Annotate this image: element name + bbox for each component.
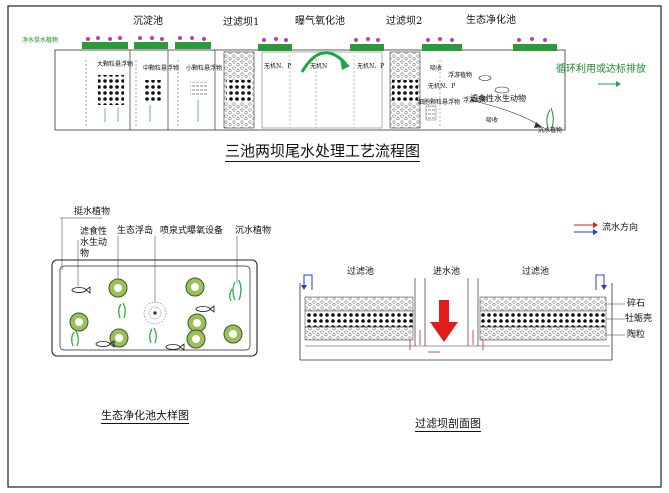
pond-label-island: 生态浮岛	[117, 226, 154, 236]
eco-label-submerged: 沉水植物	[538, 127, 563, 134]
eco-label-absorb: 吸收	[430, 65, 443, 72]
inflow-arrow	[430, 300, 458, 342]
layer-label-oyster: 牡蛎壳	[625, 314, 653, 324]
pond-caption: 生态净化池大样图	[101, 409, 189, 424]
pond-outer-border	[51, 259, 258, 357]
pond-label-aerator: 喷泉式曝氧设备	[160, 226, 224, 236]
large-particles	[98, 75, 124, 105]
flow-title: 三池两坝尾水处理工艺流程图	[225, 142, 421, 162]
emergent-plants-row	[82, 42, 557, 51]
dam-caption: 过滤坝剖面图	[415, 417, 481, 432]
dam-label-inlet-pool: 进水池	[433, 267, 461, 277]
stage-label-filter-dam-2: 过滤坝2	[386, 16, 423, 27]
outlet-label: 循环利用或达标排放	[556, 64, 646, 75]
tank-outline	[299, 283, 613, 361]
fish-icon	[478, 75, 492, 81]
stage-label-filter-dam-1: 过滤坝1	[223, 17, 260, 28]
layer-label-ceramsite: 陶粒	[627, 330, 646, 340]
submerged-plant-icon	[71, 279, 242, 347]
submerged-plant-icon	[546, 107, 554, 129]
pond-label-filter-feeder: 滤食性水生动物	[80, 227, 108, 259]
eco-label-inorganic: 无机N、P	[428, 83, 456, 90]
process-flow-diagram	[54, 36, 621, 131]
dam-label-left-pool: 过滤池	[347, 267, 375, 277]
fountain-aerator-icon	[143, 301, 167, 325]
sediment-label-large: 大颗粒悬浮物	[97, 61, 134, 68]
outflow-arrow	[303, 274, 605, 290]
aeration-label-3: 无机N、P	[357, 63, 385, 70]
sediment-label-medium: 中颗粒悬浮物	[143, 65, 180, 72]
plant-flowers-row	[86, 36, 547, 42]
eco-label-suspended: 细胞颗粒悬浮物	[418, 99, 461, 106]
eco-pond-plan	[51, 217, 258, 357]
eco-label-filter-feeder: 滤食性水生动物	[470, 94, 526, 103]
top-plant-label: 净水挺水植物	[22, 37, 59, 44]
outer-border	[7, 5, 662, 488]
dam-label-right-pool: 过滤池	[522, 267, 550, 277]
fish-icon	[494, 86, 510, 94]
eco-label-zooplankton: 浮游动物	[463, 97, 488, 104]
stage-label-sedimentation: 沉淀池	[133, 16, 163, 27]
eco-label-phytoplankton: 浮游植物	[448, 72, 473, 79]
aeration-label-2: 无机N	[310, 63, 328, 70]
floating-island-icon	[69, 277, 243, 349]
pond-label-emergent: 挺水植物	[74, 207, 111, 217]
pond-label-submerged: 沉水植物	[235, 226, 272, 236]
layer-label-gravel: 碎石	[627, 299, 646, 309]
aeration-label-1: 无机N、P	[264, 63, 292, 70]
small-particles	[190, 82, 208, 96]
stage-label-eco-pool: 生态净化池	[466, 15, 516, 26]
stage-label-aeration: 曝气氧化池	[295, 16, 345, 27]
flow-direction-legend	[574, 222, 598, 235]
sediment-label-small: 小颗粒悬浮物	[186, 65, 223, 72]
flow-direction-label: 流水方向	[602, 223, 639, 233]
filter-dam-section	[299, 222, 625, 361]
fish-icon	[71, 286, 215, 351]
medium-particles	[145, 80, 163, 102]
flow-tank	[54, 49, 566, 131]
eco-label-absorb-2: 吸收	[486, 117, 499, 124]
